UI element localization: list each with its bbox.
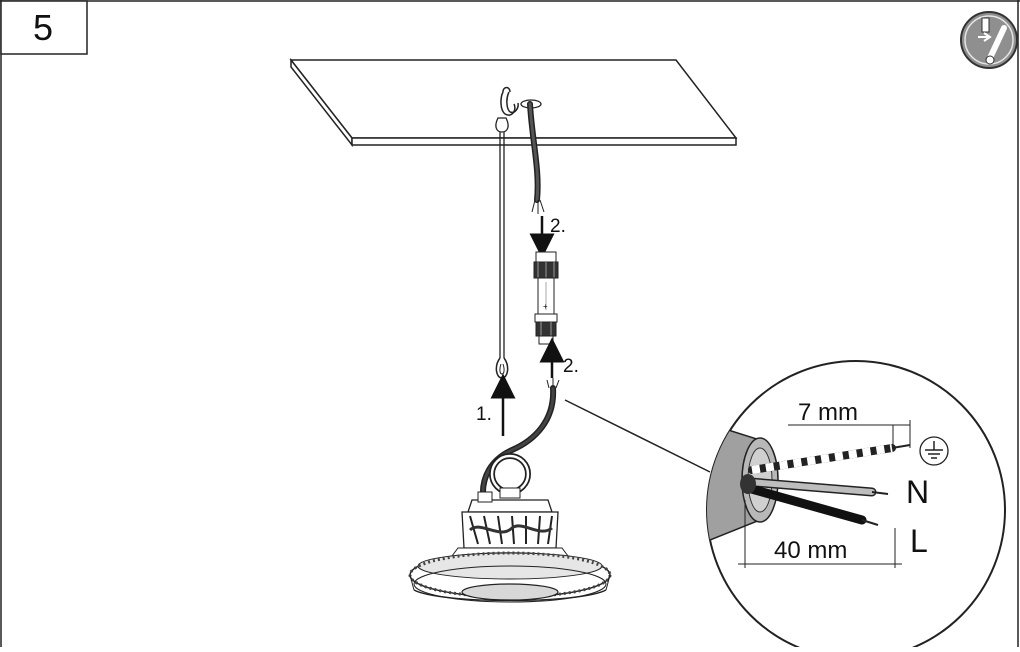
- ceiling-hook: [495, 86, 519, 133]
- ceiling-panel: [289, 57, 738, 148]
- svg-text:+: +: [543, 302, 548, 311]
- high-bay-luminaire: [408, 453, 612, 603]
- dimension-strip-length: 7 mm: [798, 399, 858, 426]
- suspension-wire: [495, 132, 509, 379]
- earth-ground-icon: [919, 436, 949, 466]
- label-step-connect-bottom: 2.: [563, 356, 579, 377]
- step-number-box: 5: [0, 0, 88, 55]
- luminaire-cable: [479, 378, 560, 499]
- detail-leader-line: [564, 399, 711, 473]
- power-off-switch-icon: [960, 11, 1018, 69]
- dimension-sheath-length: 40 mm: [774, 537, 847, 564]
- label-neutral: N: [906, 474, 929, 510]
- label-step-connect-top: 2.: [550, 216, 566, 237]
- waterproof-connector: +: [533, 251, 559, 345]
- step-number: 5: [33, 7, 53, 48]
- mains-cable: [527, 101, 545, 214]
- label-live: L: [910, 523, 928, 559]
- label-step-hang: 1.: [476, 404, 492, 425]
- wiring-detail-zoom: 7 mm 40 mm N L: [706, 360, 1006, 652]
